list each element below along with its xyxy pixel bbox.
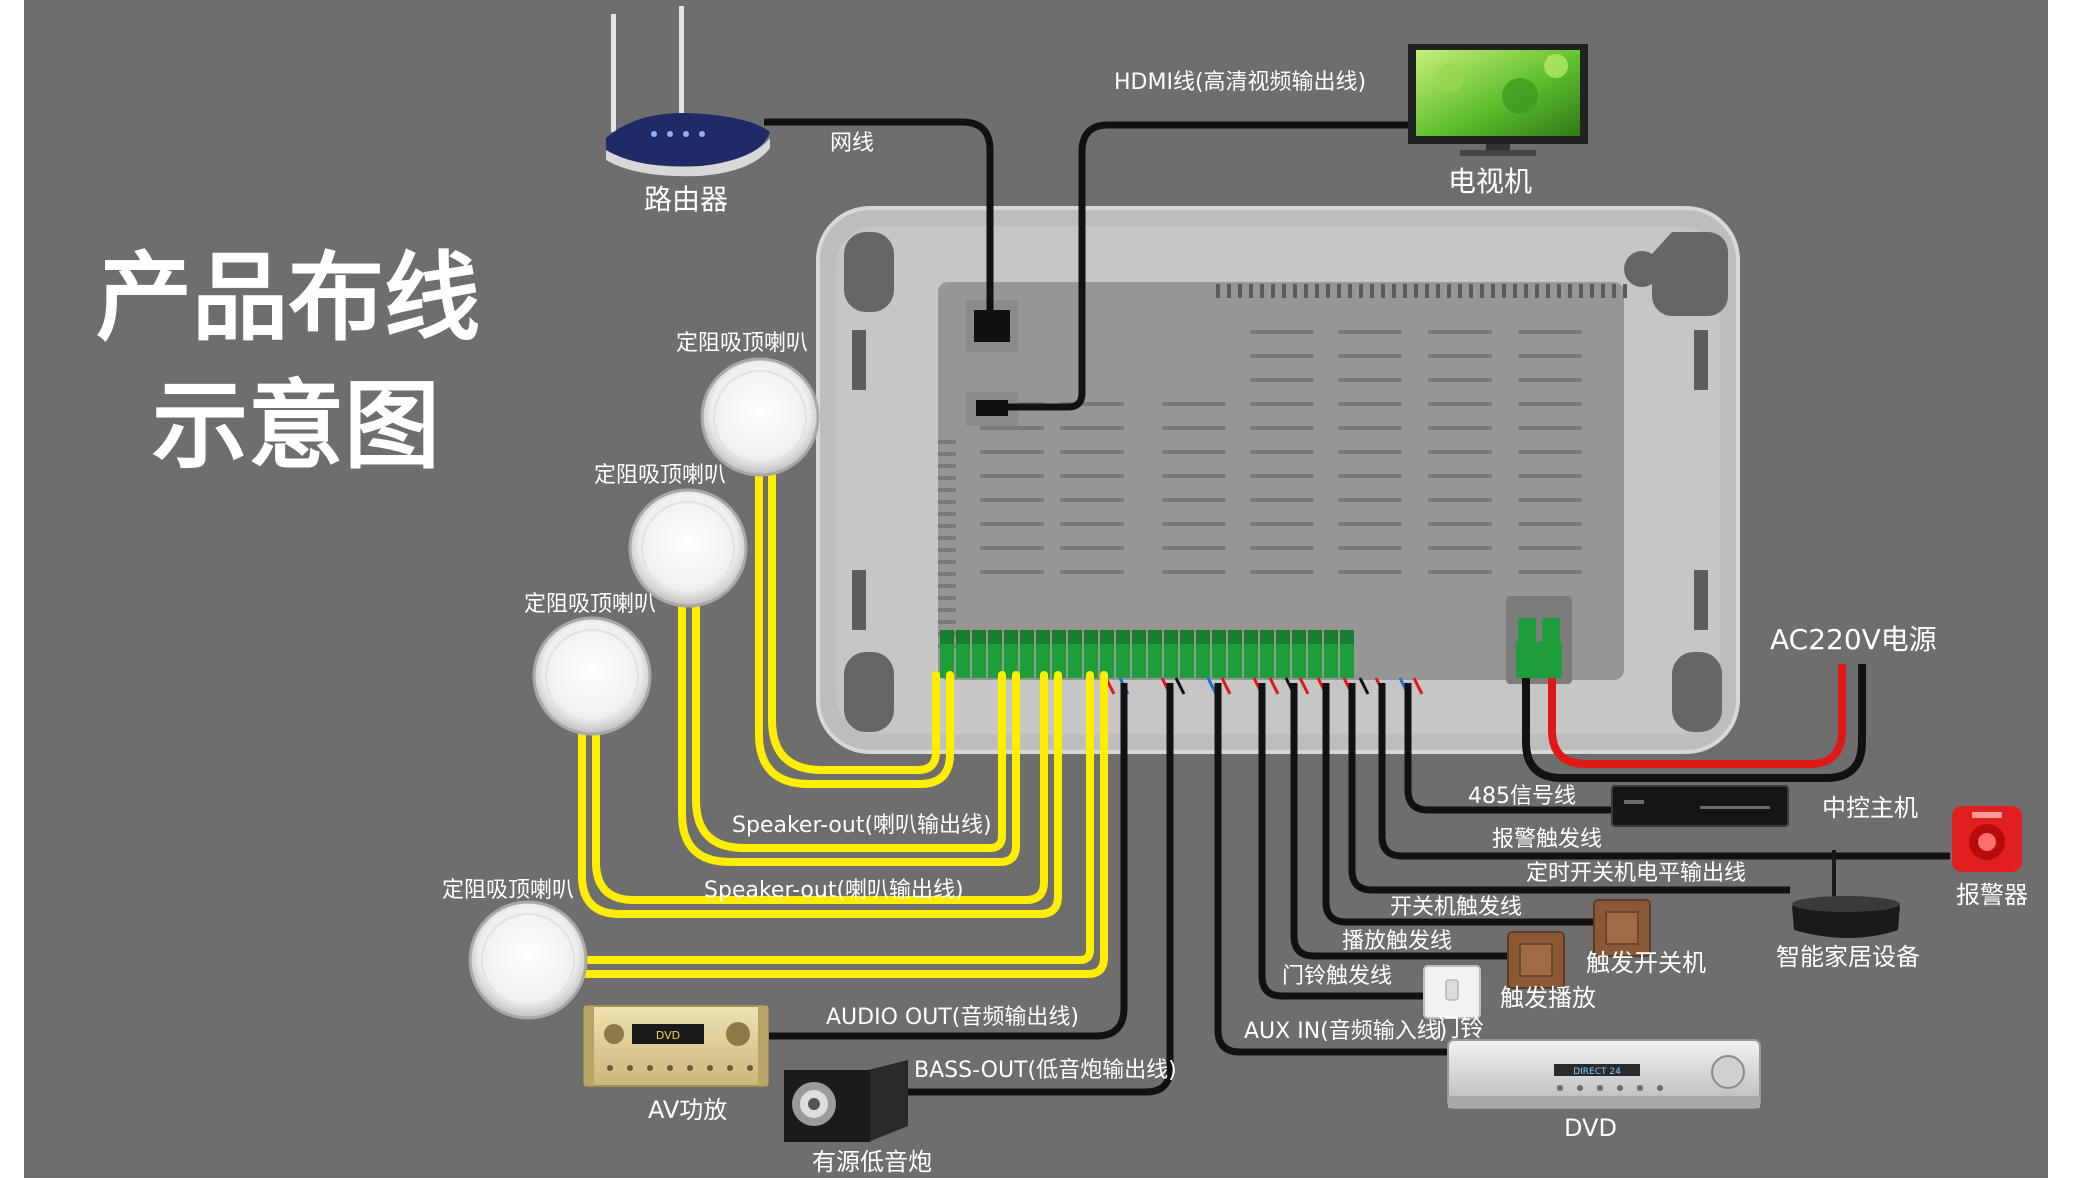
power-cable — [1522, 664, 1866, 782]
speaker-2-icon — [628, 488, 748, 608]
title-line-2: 示意图 — [152, 370, 440, 482]
alarm-label: 报警器 — [1956, 881, 2028, 909]
speaker-3-icon — [532, 616, 652, 736]
wiring-diagram: DVD — [24, 0, 2048, 1178]
amp-display-text: DVD — [656, 1029, 680, 1042]
subwoofer-icon — [784, 1060, 908, 1142]
speaker-3-label: 定阻吸顶喇叭 — [524, 592, 657, 617]
doorbell-icon — [1423, 965, 1481, 1019]
smart-home-label: 智能家居设备 — [1776, 943, 1920, 971]
speaker-4-icon — [468, 900, 588, 1020]
dvd-player-icon: DIRECT 24 — [1447, 1039, 1761, 1109]
speaker-2-label: 定阻吸顶喇叭 — [594, 463, 727, 488]
doorbell-label: 门铃 — [1436, 1014, 1484, 1042]
central-controller-icon — [1611, 785, 1789, 827]
smart-home-device-icon — [1792, 850, 1900, 938]
play-switch-label: 触发播放 — [1500, 984, 1596, 1012]
subwoofer-label: 有源低音炮 — [812, 1148, 932, 1176]
tv-icon — [1408, 44, 1588, 156]
speaker-4-label: 定阻吸顶喇叭 — [442, 878, 575, 903]
av-amp-label: AV功放 — [648, 1096, 728, 1124]
power-switch-label: 触发开关机 — [1586, 949, 1706, 977]
av-amplifier-icon: DVD — [583, 1005, 769, 1087]
speaker-out-1-label: Speaker-out(喇叭输出线) — [732, 813, 992, 838]
router-label: 路由器 — [644, 183, 729, 216]
diagram-canvas: DVD — [468, 6, 2022, 1142]
audio-out-label: AUDIO OUT(音频输出线) — [826, 1005, 1079, 1030]
timer-output-label: 定时开关机电平输出线 — [1526, 861, 1747, 886]
aux-in-label: AUX IN(音频输入线) — [1244, 1019, 1448, 1044]
speaker-1-icon — [700, 357, 820, 477]
dvd-label: DVD — [1564, 1114, 1617, 1142]
hdmi-cable-label: HDMI线(高清视频输出线) — [1114, 70, 1367, 95]
alarm-icon — [1952, 806, 2022, 872]
dvd-display-text: DIRECT 24 — [1573, 1067, 1621, 1077]
power-switch-icon — [1593, 899, 1651, 957]
speaker-out-2-label: Speaker-out(喇叭输出线) — [704, 878, 964, 903]
speaker-1-label: 定阻吸顶喇叭 — [676, 331, 809, 356]
network-cable-label: 网线 — [830, 131, 875, 156]
doorbell-trigger-label: 门铃触发线 — [1282, 964, 1393, 989]
title-line-1: 产品布线 — [96, 242, 480, 354]
power-terminal — [1516, 618, 1562, 678]
power-trigger-label: 开关机触发线 — [1390, 895, 1523, 920]
bass-out-label: BASS-OUT(低音炮输出线) — [914, 1058, 1177, 1083]
host-unit — [816, 206, 1740, 754]
signal-cables — [764, 118, 1950, 1096]
rs485-label: 485信号线 — [1468, 784, 1576, 809]
tv-label: 电视机 — [1448, 165, 1533, 198]
central-controller-label: 中控主机 — [1822, 794, 1918, 822]
alarm-trigger-label: 报警触发线 — [1492, 827, 1603, 852]
play-trigger-label: 播放触发线 — [1342, 929, 1453, 954]
speaker-wires — [578, 454, 1108, 978]
router-icon — [606, 6, 770, 177]
power-label: AC220V电源 — [1770, 623, 1937, 656]
play-switch-icon — [1507, 931, 1565, 989]
